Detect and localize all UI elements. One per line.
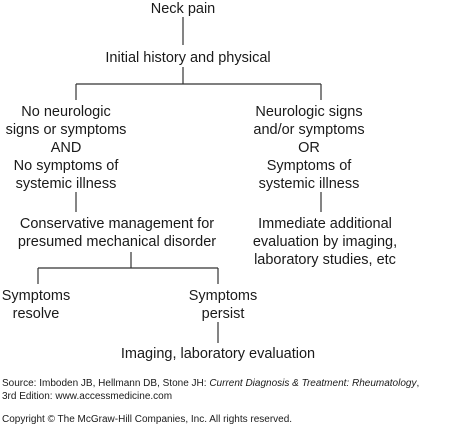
node-neck-pain: Neck pain (151, 0, 215, 18)
node-line: systemic illness (258, 176, 360, 192)
node-symptoms-persist: Symptoms persist (189, 287, 258, 323)
node-line: No neurologic (21, 104, 111, 120)
node-neurologic-signs: Neurologic signs and/or symptoms OR Symp… (253, 103, 364, 193)
copyright-notice: Copyright © The McGraw-Hill Companies, I… (2, 413, 292, 426)
node-immediate-evaluation: Immediate additional evaluation by imagi… (253, 215, 397, 269)
node-line: Neurologic signs (255, 104, 363, 120)
node-line: laboratory studies, etc (254, 252, 396, 268)
node-conservative-management: Conservative management for presumed mec… (18, 215, 216, 251)
node-line: Symptoms of (266, 158, 352, 174)
source-title: Current Diagnosis & Treatment: Rheumatol… (209, 378, 417, 389)
node-line: Symptoms (188, 288, 258, 304)
node-line: Symptoms (1, 288, 71, 304)
source-edition: 3rd Edition: www.accessmedicine.com (2, 391, 173, 402)
node-line: persist (201, 306, 245, 322)
node-line: No symptoms of (13, 158, 119, 174)
node-no-neurologic-signs: No neurologic signs or symptoms AND No s… (6, 103, 127, 193)
node-line: Initial history and physical (105, 50, 271, 66)
node-line: OR (298, 140, 320, 156)
node-line: and/or symptoms (253, 122, 365, 138)
node-line: Conservative management for (19, 216, 215, 232)
node-line: Immediate additional (258, 216, 392, 232)
source-suffix: , (416, 378, 420, 389)
node-symptoms-resolve: Symptoms resolve (2, 287, 71, 323)
node-line: Neck pain (150, 1, 216, 17)
source-prefix: Source: Imboden JB, Hellmann DB, Stone J… (2, 378, 210, 389)
node-line: resolve (12, 306, 60, 322)
node-imaging-lab-evaluation: Imaging, laboratory evaluation (121, 345, 315, 363)
node-line: systemic illness (15, 176, 117, 192)
source-citation: Source: Imboden JB, Hellmann DB, Stone J… (2, 377, 419, 403)
node-line: Imaging, laboratory evaluation (120, 346, 316, 362)
node-line: presumed mechanical disorder (17, 234, 217, 250)
node-initial-history: Initial history and physical (105, 49, 270, 67)
node-line: evaluation by imaging, (252, 234, 398, 250)
copyright-text: Copyright © The McGraw-Hill Companies, I… (2, 414, 293, 425)
node-line: AND (50, 140, 82, 156)
node-line: signs or symptoms (5, 122, 127, 138)
